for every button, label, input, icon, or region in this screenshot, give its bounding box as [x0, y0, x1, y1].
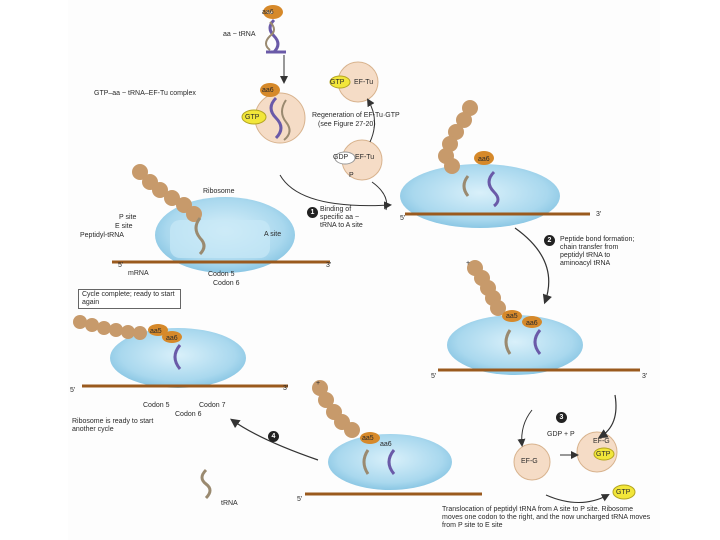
plus-middle: +: [466, 260, 471, 267]
aa6-label-middle: aa6: [526, 320, 538, 327]
peptide-chain-bottom-middle: [312, 380, 360, 438]
peptide-chain-bottom-left: [73, 315, 147, 340]
see-figure-label: (see Figure 27-20): [318, 121, 376, 128]
step-3-marker: 3: [556, 412, 567, 423]
arrow-step2: [514, 227, 552, 305]
gtp-label-complex: GTP: [245, 114, 260, 121]
arrow-step4: [230, 418, 319, 461]
codon7-label: Codon 7: [199, 402, 226, 409]
three-prime-left: 3': [326, 262, 332, 269]
ef-tu-gdp: [334, 139, 383, 181]
step-2-marker: 2: [544, 235, 555, 246]
five-prime-top-right: 5': [400, 215, 406, 222]
plus-bottom: +: [316, 380, 321, 387]
ternary-complex: [241, 83, 306, 144]
aa5-label-bottom: aa5: [362, 435, 374, 442]
gtp-label-ef-g: GTP: [596, 451, 611, 458]
regeneration-label: Regeneration of EF-Tu·GTP: [312, 112, 400, 119]
aa6-top-right: [474, 151, 494, 165]
binding-arrow: [279, 174, 392, 210]
regeneration-arrow: [366, 98, 375, 143]
aa5-label-middle: aa5: [506, 313, 518, 320]
aa6-label-bottom: aa6: [380, 441, 392, 448]
peptide-chain-top-right: [438, 100, 478, 174]
svg-text:aa: aa: [266, 10, 273, 16]
ef-g-cycle: [513, 431, 636, 500]
five-prime-bottom: 5': [297, 496, 303, 503]
five-prime-middle: 5': [431, 373, 437, 380]
three-prime-top-right: 3': [596, 211, 602, 218]
ef-g-label-left: EF-G: [521, 458, 538, 465]
codon5-label-left: Codon 5: [208, 271, 235, 278]
free-trna: [200, 468, 212, 500]
aa6-label-complex: aa6: [262, 87, 274, 94]
step-2-text: Peptide bond formation; chain transfer f…: [560, 236, 635, 267]
gdp-pi-label: GDP + P: [547, 431, 575, 438]
a-site-label: A site: [264, 231, 282, 238]
ef-tu-gtp: [329, 61, 379, 103]
release-arrow: [371, 181, 388, 211]
peptide-chain-left: [132, 164, 202, 222]
codon6-label-left: Codon 6: [213, 280, 240, 287]
five-prime-left: 5': [118, 262, 124, 269]
peptidyl-trna-label: Peptidyl-tRNA: [80, 232, 124, 239]
step-1-text: Binding of specific aa ~ tRNA to A site: [320, 206, 363, 229]
five-prime-bottom-left: 5': [70, 387, 76, 394]
ef-g-label-right: EF-G: [593, 438, 610, 445]
aa6-label-top-right: aa6: [478, 156, 490, 163]
ribosome-left: [112, 197, 330, 273]
gtp-label-bottom: GTP: [616, 489, 631, 496]
gtp-label-top: GTP: [330, 79, 345, 86]
ef-tu-label-bottom: EF-Tu: [355, 154, 375, 161]
aa6-label-top: aa6: [262, 9, 274, 16]
trna-label: tRNA: [221, 500, 238, 507]
peptidyl-trna-left: [194, 217, 206, 256]
ribosome-top-right: [400, 164, 590, 228]
gdp-label: GDP: [333, 154, 349, 161]
mrna-label: mRNA: [128, 270, 149, 277]
peptide-chain-middle-right: [467, 260, 506, 316]
aa-trna-label: aa ~ tRNA: [223, 31, 256, 38]
cycle-complete-box: Cycle complete; ready to start again: [78, 289, 181, 309]
pi-label-top: P: [349, 172, 354, 179]
top-trna-aa6: aa: [263, 5, 286, 54]
codon6-label-bottom: Codon 6: [175, 411, 202, 418]
ribosome-bottom-middle: [305, 434, 482, 496]
ribosome-label: Ribosome: [203, 188, 235, 195]
e-site-label: E site: [115, 223, 133, 230]
step-1-marker: 1: [307, 207, 318, 218]
aa5-label-left: aa5: [150, 328, 162, 335]
three-prime-middle: 3': [642, 373, 648, 380]
ternary-complex-label: GTP–aa ~ tRNA–EF-Tu complex: [94, 90, 196, 97]
aa6-label-left: aa6: [166, 335, 178, 342]
codon5-label-bottom: Codon 5: [143, 402, 170, 409]
ribosome-middle-right: [438, 315, 640, 375]
arrow-step3: [597, 394, 617, 439]
aa6-middle: [522, 316, 542, 328]
ef-tu-label-top: EF-Tu: [354, 79, 374, 86]
ribosome-ready-text: Ribosome is ready to start another cycle: [72, 418, 154, 433]
step-3-text: Translocation of peptidyl tRNA from A si…: [442, 506, 651, 529]
aa5-middle: [502, 310, 522, 322]
step-4-marker: 4: [268, 431, 279, 442]
ribosome-bottom-left: [82, 328, 288, 388]
p-site-label: P site: [119, 214, 137, 221]
three-prime-bottom-left: 3': [283, 385, 289, 392]
